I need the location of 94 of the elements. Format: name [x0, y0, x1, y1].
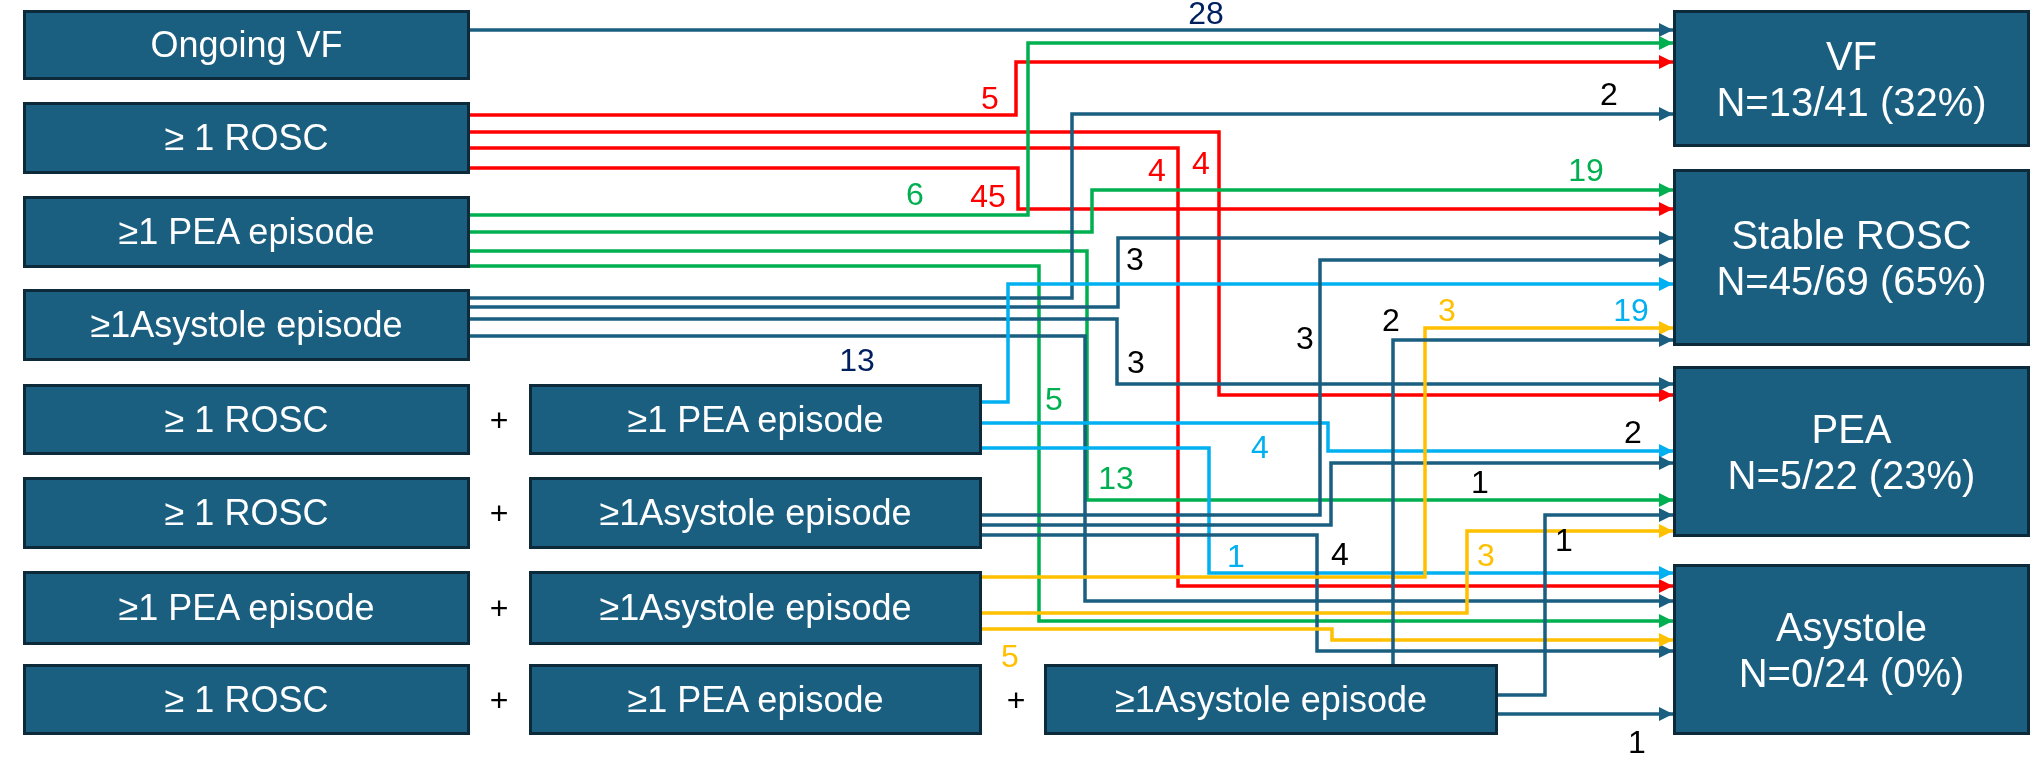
edge-label: 2 [1600, 78, 1618, 110]
edge-label: 5 [1045, 383, 1063, 415]
arrow [982, 421, 1673, 458]
edge-label: 5 [1001, 640, 1019, 672]
box-text: N=0/24 (0%) [1738, 649, 1965, 696]
edge-label: 2 [1382, 304, 1400, 336]
box-text: N=45/69 (65%) [1716, 257, 1987, 304]
arrow [470, 334, 1673, 608]
arrow [470, 130, 1673, 402]
edge-label: 4 [1148, 154, 1166, 186]
edge-label: 13 [839, 344, 875, 376]
edge-label: 4 [1192, 147, 1210, 179]
box-text: ≥1Asystole episode [90, 304, 403, 346]
edge-label: 3 [1296, 322, 1314, 354]
arrow [470, 36, 1673, 217]
arrow [982, 277, 1673, 404]
state-box [23, 102, 470, 174]
box-text: ≥ 1 ROSC [164, 398, 329, 441]
arrow [982, 533, 1673, 658]
state-box [23, 571, 470, 645]
edge-label: 13 [1098, 462, 1134, 494]
box-text: N=13/41 (32%) [1716, 78, 1987, 125]
state-box [529, 477, 982, 549]
arrow [470, 146, 1673, 593]
edge-label: 4 [1251, 431, 1269, 463]
plus-sign: + [489, 404, 509, 436]
box-text: ≥1Asystole episode [1115, 678, 1427, 721]
arrow [982, 321, 1673, 579]
state-box [23, 196, 470, 268]
edge-label: 3 [1126, 243, 1144, 275]
plus-sign: + [1006, 684, 1026, 716]
state-box [23, 477, 470, 549]
box-text: ≥1 PEA episode [118, 211, 375, 253]
edge-label: 45 [970, 180, 1006, 212]
edge-label: 3 [1477, 539, 1495, 571]
arrow [470, 23, 1673, 37]
state-box [529, 664, 982, 735]
arrow [982, 253, 1673, 517]
count-label: 2 [1624, 416, 1642, 448]
arrow [1498, 508, 1673, 697]
box-text: ≥ 1 ROSC [164, 117, 329, 159]
arrow [470, 166, 1673, 216]
arrow [470, 55, 1673, 117]
plus-sign: + [489, 684, 509, 716]
box-text: PEA [1811, 405, 1892, 452]
state-box [23, 10, 470, 80]
state-box [529, 571, 982, 645]
arrow [982, 627, 1673, 647]
box-text: ≥ 1 ROSC [164, 492, 329, 534]
edge-label: 1 [1227, 540, 1245, 572]
state-box [23, 664, 470, 735]
plus-sign: + [489, 497, 509, 529]
edge-label: 19 [1568, 154, 1604, 186]
edge-label: 5 [981, 82, 999, 114]
arrow [470, 183, 1673, 234]
box-text: ≥ 1 ROSC [164, 678, 329, 721]
edge-label: 3 [1127, 346, 1145, 378]
arrow [1498, 707, 1673, 721]
box-text: ≥1 PEA episode [627, 398, 884, 441]
edge-label: 6 [906, 178, 924, 210]
state-box [23, 289, 470, 361]
box-text: N=5/22 (23%) [1727, 451, 1976, 498]
arrow [470, 107, 1673, 300]
arrow [982, 456, 1673, 527]
state-box [1044, 664, 1498, 735]
box-text: ≥1Asystole episode [599, 492, 912, 534]
outcome-box [1673, 564, 2030, 735]
arrow [982, 446, 1673, 580]
box-text: ≥1Asystole episode [599, 587, 912, 629]
arrow [470, 231, 1673, 309]
box-text: ≥1 PEA episode [118, 587, 375, 629]
edge-label: 28 [1188, 0, 1224, 29]
outcome-box [1673, 10, 2030, 147]
edge-label: 4 [1331, 538, 1349, 570]
box-text: Ongoing VF [150, 24, 343, 66]
arrow [470, 249, 1673, 507]
arrow [1391, 333, 1673, 664]
edge-label: 19 [1613, 294, 1649, 326]
box-text: ≥1 PEA episode [627, 678, 884, 721]
edge-label: 1 [1628, 726, 1646, 758]
arrow [470, 264, 1673, 628]
box-text: VF [1825, 32, 1878, 79]
outcome-box [1673, 169, 2030, 346]
plus-sign: + [489, 592, 509, 624]
box-text: Stable ROSC [1731, 211, 1972, 258]
edge-label: 3 [1438, 294, 1456, 326]
edge-label: 1 [1471, 466, 1489, 498]
arrow [982, 524, 1673, 615]
outcome-box [1673, 366, 2030, 537]
box-text: Asystole [1775, 603, 1928, 650]
edge-label: 1 [1555, 524, 1573, 556]
state-box [529, 384, 982, 455]
arrow [470, 317, 1673, 391]
state-box [23, 384, 470, 455]
